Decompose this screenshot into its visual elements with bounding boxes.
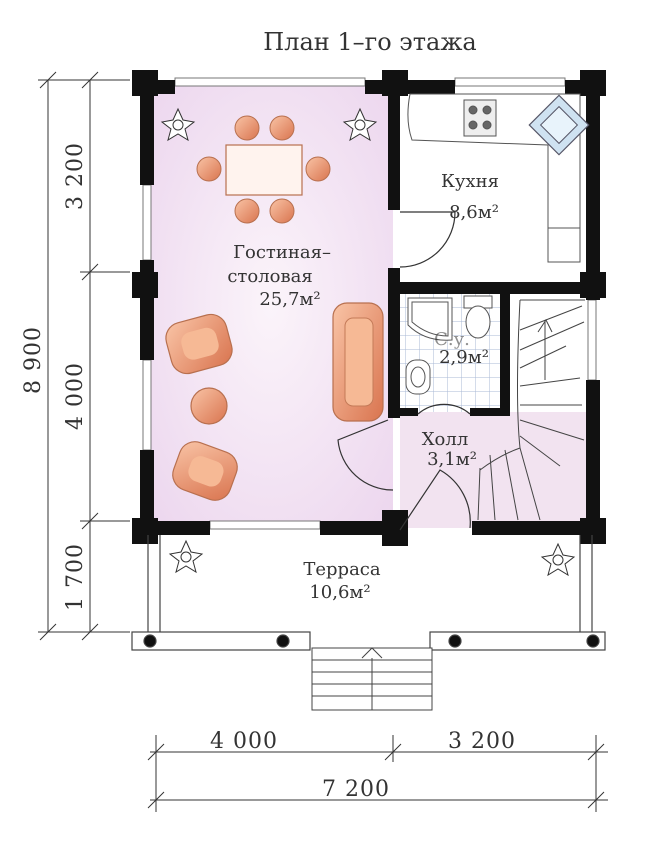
- living-room-label-line1: Гостиная–: [233, 242, 331, 263]
- toilet-icon: [463, 295, 493, 339]
- shower-tray-icon: [407, 297, 453, 341]
- horizontal-dimension-lines: [147, 735, 608, 812]
- terrace-floor: [140, 528, 600, 638]
- staircase: [477, 299, 585, 521]
- dimension-bottom-height: 1 700: [63, 543, 88, 611]
- doors: [337, 211, 471, 531]
- living-room-label-line2: столовая: [227, 266, 312, 287]
- hall-area: 3,1м²: [427, 449, 477, 470]
- bathroom-label: С.у.: [434, 329, 470, 350]
- washbasin-icon: [405, 359, 431, 395]
- kitchen-area: 8,6м²: [449, 202, 499, 223]
- living-room-area: 25,7м²: [259, 289, 320, 310]
- dimension-total-width: 7 200: [322, 777, 390, 802]
- terrace-area: 10,6м²: [309, 582, 370, 603]
- vertical-dimension-lines: [38, 71, 130, 641]
- kitchen-sink-icon: [528, 94, 590, 156]
- kitchen-counter: [407, 93, 581, 263]
- dimension-middle-height: 4 000: [63, 362, 88, 430]
- dining-set: [196, 115, 331, 224]
- hall-label: Холл: [422, 429, 469, 450]
- coffee-table: [190, 387, 228, 425]
- bathroom-area: 2,9м²: [439, 347, 489, 368]
- sofa: [332, 302, 384, 422]
- hall-floor: [400, 412, 595, 528]
- terrace-label: Терраса: [303, 559, 381, 580]
- terrace-railing: [131, 535, 606, 651]
- kitchen-label: Кухня: [441, 171, 499, 192]
- dimension-total-height: 8 900: [21, 326, 46, 394]
- dimension-top-height: 3 200: [63, 142, 88, 210]
- entrance-steps: [311, 647, 433, 711]
- walls: [132, 70, 606, 546]
- plan-title: План 1–го этажа: [263, 28, 476, 56]
- dimension-right-width: 3 200: [448, 729, 516, 754]
- dimension-left-width: 4 000: [210, 729, 278, 754]
- armchair-top: [165, 313, 233, 375]
- plant-icon: [160, 107, 576, 577]
- armchair-bottom: [172, 441, 238, 501]
